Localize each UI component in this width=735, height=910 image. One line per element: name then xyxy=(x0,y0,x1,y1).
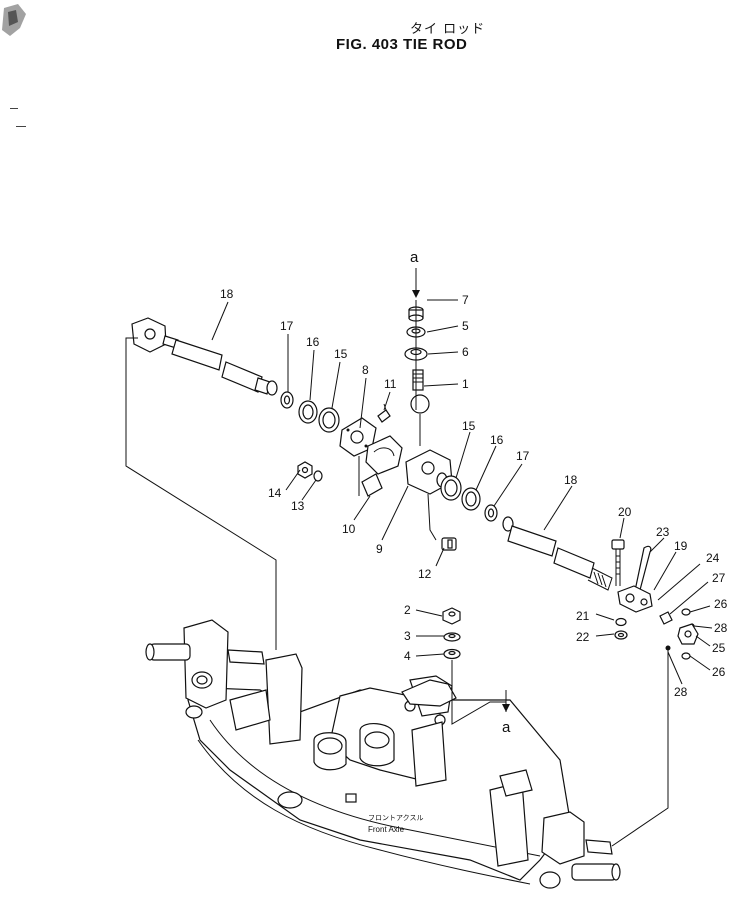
callout-16-right: 16 xyxy=(490,433,504,447)
callout-21: 21 xyxy=(576,609,590,623)
callout-13: 13 xyxy=(291,499,305,513)
callout-23: 23 xyxy=(656,525,670,539)
callout-1: 1 xyxy=(462,377,469,391)
callout-26-upper: 26 xyxy=(714,597,728,611)
reference-lines xyxy=(125,268,669,847)
callout-15-right: 15 xyxy=(462,419,476,433)
center-ball-joint xyxy=(404,306,457,551)
front-axle-assembly: フロントアクスル Front Axle xyxy=(145,619,621,889)
callout-25: 25 xyxy=(712,641,726,655)
callout-7: 7 xyxy=(462,293,469,307)
ball-joint-housing-parts xyxy=(339,403,403,497)
callout-27: 27 xyxy=(712,571,726,585)
callout-28-lower: 28 xyxy=(674,685,688,699)
right-tie-rod xyxy=(502,516,613,591)
callout-14: 14 xyxy=(268,486,282,500)
callout-17-right: 17 xyxy=(516,449,530,463)
callout-6: 6 xyxy=(462,345,469,359)
right-seal-stack xyxy=(440,475,498,522)
callout-26-lower: 26 xyxy=(712,665,726,679)
ref-a-bottom: a xyxy=(502,719,511,736)
callout-18-left: 18 xyxy=(220,287,234,301)
callout-19: 19 xyxy=(674,539,688,553)
callout-2: 2 xyxy=(404,603,411,617)
callout-5: 5 xyxy=(462,319,469,333)
callout-18-right: 18 xyxy=(564,473,578,487)
title-japanese: タイ ロッド xyxy=(410,22,486,37)
callout-9: 9 xyxy=(376,542,383,556)
callout-28-upper: 28 xyxy=(714,621,728,635)
ref-a-top: a xyxy=(410,249,419,266)
callout-20: 20 xyxy=(618,505,632,519)
callout-22: 22 xyxy=(576,630,590,644)
left-nut-washer xyxy=(297,461,323,482)
callout-17-left: 17 xyxy=(280,319,294,333)
callout-16-left: 16 xyxy=(306,335,320,349)
left-tie-rod xyxy=(131,317,278,396)
figure-title: FIG. 403 TIE ROD xyxy=(336,36,468,53)
callout-24: 24 xyxy=(706,551,720,565)
callout-15-left: 15 xyxy=(334,347,348,361)
callout-11: 11 xyxy=(384,377,397,391)
callout-12: 12 xyxy=(418,567,432,581)
front-axle-label-jp: フロントアクスル xyxy=(368,814,423,822)
callout-4: 4 xyxy=(404,649,411,663)
scan-artifact xyxy=(2,4,26,127)
callout-numbers: 18 17 16 15 8 11 14 13 10 9 12 a 7 5 6 1… xyxy=(220,249,728,736)
leader-lines xyxy=(211,299,713,685)
right-clamp-parts xyxy=(611,539,699,660)
center-nut-washers xyxy=(442,607,461,660)
callout-8: 8 xyxy=(362,363,369,377)
callout-10: 10 xyxy=(342,522,356,536)
front-axle-label: Front Axle xyxy=(368,825,405,834)
left-seal-stack xyxy=(280,391,340,433)
callout-3: 3 xyxy=(404,629,411,643)
